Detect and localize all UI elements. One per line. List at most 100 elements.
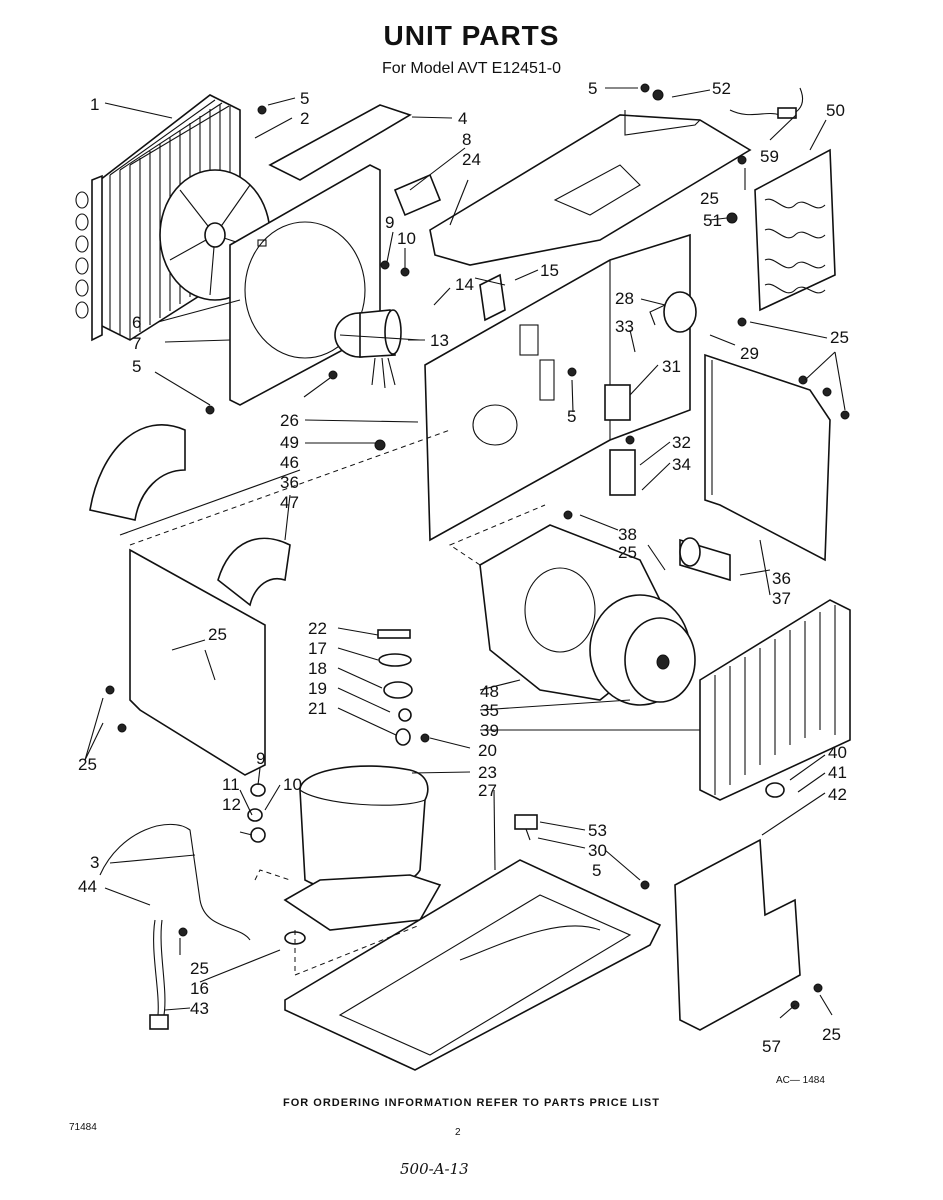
callout-14: 14 [455,275,474,294]
knob-40 [765,782,785,798]
handwritten-note: 500-A-13 [400,1160,469,1178]
callout-8: 8 [462,130,471,149]
callout-5e: 5 [592,861,601,880]
callout-21: 21 [308,699,327,718]
callout-43: 43 [190,999,209,1018]
callout-13: 13 [430,331,449,350]
heater-element [754,148,836,312]
callout-50: 50 [826,101,845,120]
callout-39: 39 [480,721,499,740]
callout-25e: 25 [78,755,97,774]
callout-42: 42 [828,785,847,804]
callout-32: 32 [672,433,691,452]
callout-51: 51 [703,211,722,230]
bracket-8 [393,173,442,217]
grommets-stack [247,629,413,843]
callout-6: 6 [132,313,141,332]
control-side-panel [704,353,831,562]
page-number: 2 [455,1127,461,1138]
callout-27: 27 [478,781,497,800]
form-number: 71484 [69,1122,97,1133]
callout-25g: 25 [822,1025,841,1044]
callout-10b: 10 [283,775,302,794]
compressor [283,765,442,945]
callout-10a: 10 [397,229,416,248]
callout-36a: 36 [280,473,299,492]
callout-26: 26 [280,411,299,430]
callout-24: 24 [462,150,481,169]
thermal-fuse-59 [729,87,804,119]
callout-25d: 25 [208,625,227,644]
callout-59: 59 [760,147,779,166]
callout-18: 18 [308,659,327,678]
power-cord [149,919,169,1030]
base-pan [284,859,662,1071]
callout-5d: 5 [567,407,576,426]
callout-17: 17 [308,639,327,658]
callout-labels: 1 5 2 4 8 24 5 52 50 59 25 51 9 10 15 14… [78,79,849,1056]
callout-29: 29 [740,344,759,363]
callout-30: 30 [588,841,607,860]
blower-motor-37 [679,537,731,582]
main-partition-panel [424,233,691,542]
evaporator-coil [699,599,851,801]
ordering-note: FOR ORDERING INFORMATION REFER TO PARTS … [283,1097,660,1109]
callout-25f: 25 [190,959,209,978]
callout-22: 22 [308,619,327,638]
callout-41: 41 [828,763,847,782]
callout-38: 38 [618,525,637,544]
callout-48: 48 [480,682,499,701]
model-subtitle: For Model AVT E12451-0 [381,60,562,77]
gasket-15 [479,273,506,322]
callout-25b: 25 [830,328,849,347]
callout-36b: 36 [772,569,791,588]
callout-25c: 25 [618,543,637,562]
fan-motor [334,309,421,389]
callout-35: 35 [480,701,499,720]
callout-9a: 9 [385,213,394,232]
callout-16: 16 [190,979,209,998]
callout-37: 37 [772,589,791,608]
callout-7: 7 [132,334,141,353]
left-side-panel [89,424,291,776]
blower-wheel [589,594,696,706]
callout-15: 15 [540,261,559,280]
front-panel [674,838,801,1031]
assembly-guides [129,429,546,976]
callout-44: 44 [78,877,97,896]
drawing-code: AC— 1484 [776,1075,825,1086]
callout-23: 23 [478,763,497,782]
callout-25a: 25 [700,189,719,208]
callout-33: 33 [615,317,634,336]
callout-34: 34 [672,455,691,474]
tubing-3 [99,823,251,941]
page-title: UNIT PARTS [383,20,560,51]
callout-5b: 5 [588,79,597,98]
callout-9b: 9 [256,749,265,768]
callout-31: 31 [662,357,681,376]
callout-20: 20 [478,741,497,760]
thermostat-53 [514,814,538,841]
top-cover-strip [268,104,412,181]
callout-46: 46 [280,453,299,472]
callout-4: 4 [458,109,467,128]
capacitor [649,291,697,333]
upper-air-channel [429,110,752,266]
leader-lines [84,87,846,1019]
callout-1: 1 [90,95,99,114]
callout-2: 2 [300,109,309,128]
callout-28: 28 [615,289,634,308]
callout-53: 53 [588,821,607,840]
callout-52: 52 [712,79,731,98]
switch-plates-32-34 [604,384,636,496]
callout-19: 19 [308,679,327,698]
screws [105,83,850,1010]
callout-49: 49 [280,433,299,452]
callout-5a: 5 [300,89,309,108]
callout-3: 3 [90,853,99,872]
callout-12: 12 [222,795,241,814]
callout-11: 11 [222,775,240,794]
callout-40: 40 [828,743,847,762]
